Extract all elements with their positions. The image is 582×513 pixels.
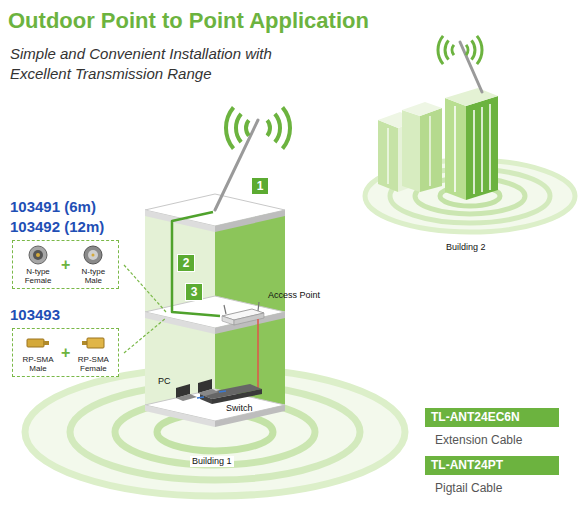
- connector-name: N-type Male: [72, 267, 114, 285]
- device-label: Access Point: [268, 290, 320, 301]
- slab-edge: [145, 405, 215, 427]
- callout-number: 2: [183, 256, 190, 270]
- part-number: 103491 (6m): [10, 198, 96, 215]
- connector-column: N-type Male: [72, 244, 114, 285]
- signal-wave: [438, 36, 443, 64]
- part-number: 103493: [10, 306, 60, 323]
- ap-antenna: [258, 302, 259, 311]
- window-line: [489, 104, 491, 190]
- part-number: 103492 (12m): [10, 218, 104, 235]
- connector-icon-part: [36, 253, 40, 257]
- ethernet-cable: [257, 319, 259, 388]
- window-line: [473, 110, 475, 194]
- window-line: [481, 107, 483, 192]
- connector-icon-part: [43, 341, 49, 345]
- laptop: [176, 394, 197, 401]
- product-name: Extension Cable: [425, 433, 559, 448]
- plus-sign: +: [61, 344, 70, 361]
- signal-wave: [466, 45, 468, 55]
- building-label: Building 2: [444, 242, 488, 253]
- leader-line: [124, 265, 166, 312]
- device-label: PC: [158, 376, 171, 387]
- signal-wave: [445, 40, 448, 59]
- signal-wave: [246, 120, 249, 135]
- device-label: Switch: [226, 403, 253, 414]
- subtitle: Simple and Convenient Installation with …: [10, 44, 310, 84]
- product-tag: TL-ANT24PT Pigtail Cable: [425, 456, 559, 496]
- antenna: [460, 42, 482, 92]
- building-label: Building 1: [190, 456, 234, 467]
- connector-icon: [80, 244, 106, 266]
- building-face: [445, 98, 466, 200]
- building-face: [402, 110, 420, 192]
- callout-box: 1: [252, 178, 268, 194]
- building-roof: [445, 88, 498, 106]
- connector-icon: [25, 244, 51, 266]
- connector-icon-part: [92, 254, 95, 257]
- callout-number: 1: [257, 179, 264, 193]
- model-number: TL-ANT24PT: [425, 456, 559, 475]
- access-point: [222, 316, 234, 325]
- coverage-ring: [70, 384, 360, 480]
- laptop: [198, 389, 219, 396]
- connector-icon: [80, 332, 106, 354]
- connector-name: RP-SMA Male: [17, 355, 59, 373]
- product-name: Pigtail Cable: [425, 481, 559, 496]
- signal-wave: [283, 107, 291, 148]
- leader-line: [124, 318, 166, 353]
- connector-column: RP-SMA Female: [72, 332, 114, 373]
- signal-wave: [275, 114, 280, 142]
- antenna-cable: [172, 212, 220, 316]
- signal-wave: [226, 107, 234, 148]
- connector-name: N-type Female: [17, 267, 59, 285]
- connector-icon-part: [84, 246, 102, 264]
- plus-holder: +: [61, 344, 70, 362]
- building-face: [466, 96, 498, 200]
- product-tag: TL-ANT24EC6N Extension Cable: [425, 408, 559, 448]
- plus-sign: +: [61, 256, 70, 273]
- connector-box: RP-SMA Male+RP-SMA Female: [12, 328, 119, 377]
- model-number: TL-ANT24EC6N: [425, 408, 559, 427]
- signal-wave: [472, 40, 475, 59]
- callout-box: 3: [186, 284, 202, 300]
- window-line: [454, 106, 456, 192]
- connector-box: N-type Female+N-type Male: [12, 240, 119, 289]
- signal-wave: [267, 120, 270, 135]
- signal-wave: [452, 45, 454, 55]
- connector-icon-part: [87, 338, 104, 348]
- connector-icon-part: [27, 339, 44, 347]
- slab-edge: [215, 210, 285, 232]
- lan-cable: [219, 391, 226, 392]
- switch: [212, 389, 262, 404]
- connector-icon-part: [29, 246, 47, 264]
- callout-box: 2: [178, 255, 194, 271]
- signal-wave: [477, 36, 482, 64]
- building-face: [378, 120, 398, 192]
- callout-number: 3: [191, 285, 198, 299]
- connector-column: RP-SMA Male: [17, 332, 59, 373]
- diagram-title: Outdoor Point to Point Application: [8, 8, 369, 34]
- ap-antenna: [224, 305, 226, 314]
- access-point: [234, 313, 264, 325]
- connector-icon-part: [33, 250, 43, 260]
- connector-name: RP-SMA Female: [72, 355, 114, 373]
- building-roof: [402, 102, 442, 116]
- signal-wave: [236, 114, 241, 142]
- window-line: [429, 116, 430, 186]
- lan-cable: [197, 397, 204, 398]
- connector-icon: [25, 332, 51, 354]
- building-face: [420, 108, 442, 192]
- plus-holder: +: [61, 256, 70, 274]
- window-line: [387, 128, 388, 184]
- connector-icon-part: [88, 250, 98, 260]
- connector-column: N-type Female: [17, 244, 59, 285]
